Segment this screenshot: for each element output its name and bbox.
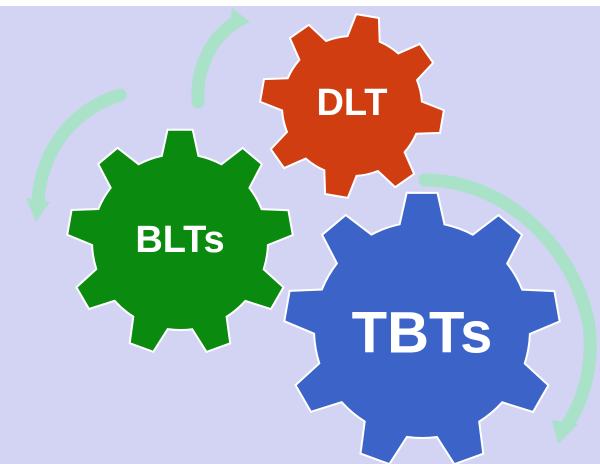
gear-blts: BLTs <box>66 128 294 354</box>
gear-dlt-label: DLT <box>316 82 387 124</box>
gear-blts-shape <box>66 128 294 354</box>
arrow-right-down <box>418 173 597 435</box>
gear-blts-label: BLTs <box>135 219 224 261</box>
gear-dlt-shape <box>258 12 446 200</box>
gear-tbts-label: TBTs <box>352 301 493 366</box>
gear-tbts: TBTs <box>283 191 561 464</box>
arrow-up-to-dlt <box>191 15 243 109</box>
arrowhead-left <box>26 198 50 222</box>
gear-tbts-shape <box>283 191 561 464</box>
arrowhead-up <box>229 8 250 33</box>
arrowhead-right <box>552 420 578 444</box>
gear-dlt: DLT <box>258 12 446 200</box>
arrow-left-down <box>31 88 127 207</box>
cycle-arrows <box>26 8 597 444</box>
